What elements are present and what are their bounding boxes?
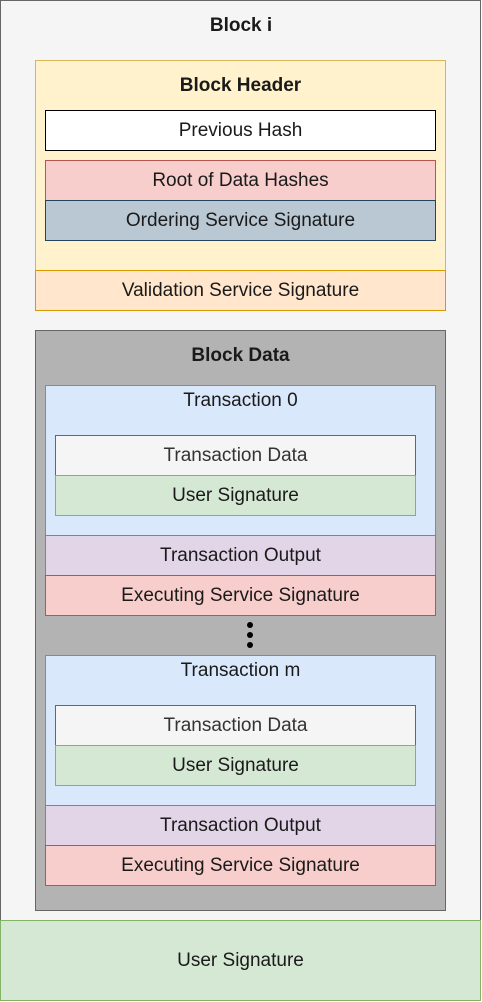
validation-service-signature: Validation Service Signature <box>35 270 446 311</box>
transaction-m-user-signature: User Signature <box>55 745 416 786</box>
vertical-ellipsis-icon <box>246 620 254 650</box>
transaction-0-title: Transaction 0 <box>183 390 298 411</box>
ordering-service-signature: Ordering Service Signature <box>45 200 436 241</box>
transaction-0-executing-signature: Executing Service Signature <box>45 575 436 616</box>
transaction-m-data: Transaction Data <box>55 705 416 746</box>
transaction-m-output: Transaction Output <box>45 805 436 846</box>
transaction-m-title: Transaction m <box>180 660 301 681</box>
transaction-0-user-signature: User Signature <box>55 475 416 516</box>
transaction-0-output: Transaction Output <box>45 535 436 576</box>
root-of-data-hashes: Root of Data Hashes <box>45 160 436 201</box>
block-data-title: Block Data <box>191 345 290 366</box>
block-header-title: Block Header <box>179 75 302 96</box>
block-title: Block i <box>209 15 273 36</box>
transaction-m-executing-signature: Executing Service Signature <box>45 845 436 886</box>
previous-hash: Previous Hash <box>45 110 436 151</box>
block-user-signature: User Signature <box>0 920 481 1001</box>
transaction-0-data: Transaction Data <box>55 435 416 476</box>
